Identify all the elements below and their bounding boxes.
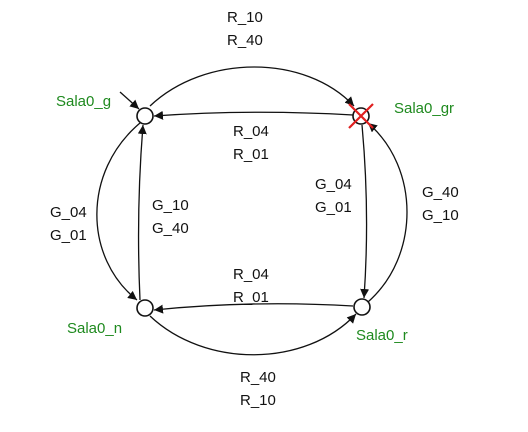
edge-label-line: R_10 bbox=[240, 392, 276, 409]
edge-label-line: G_01 bbox=[50, 227, 87, 244]
state-label-g: Sala0_g bbox=[56, 93, 111, 110]
state-label-n: Sala0_n bbox=[67, 320, 122, 337]
edge-label-top-inner: R_04 R_01 bbox=[233, 123, 269, 163]
state-label-r: Sala0_r bbox=[356, 327, 408, 344]
edge-label-line: R_04 bbox=[233, 266, 269, 283]
edge-n-to-r-outer bbox=[149, 313, 357, 356]
edge-label-line: R_10 bbox=[227, 9, 263, 26]
edge-label-line: G_40 bbox=[152, 220, 189, 237]
edge-label-right-outer: G_40 G_10 bbox=[422, 184, 459, 224]
edge-label-right-inner: G_04 G_01 bbox=[315, 176, 352, 216]
state-node-g[interactable] bbox=[136, 107, 154, 125]
edge-label-line: G_10 bbox=[152, 197, 189, 214]
initial-arrow-icon bbox=[119, 91, 140, 110]
edge-label-bottom-outer: R_40 R_10 bbox=[240, 369, 276, 409]
edge-r-to-gr-outer bbox=[367, 122, 408, 303]
edge-label-top-outer: R_10 R_40 bbox=[227, 9, 263, 49]
edge-r-to-n-inner bbox=[153, 303, 354, 314]
state-node-n[interactable] bbox=[136, 299, 154, 317]
edge-label-line: G_04 bbox=[50, 204, 87, 221]
edge-label-bottom-inner: R_04 R_01 bbox=[233, 266, 269, 306]
edge-g-to-gr-outer bbox=[149, 66, 355, 107]
state-label-gr: Sala0_gr bbox=[394, 100, 454, 117]
edge-n-to-g-inner bbox=[137, 124, 147, 301]
edge-label-line: R_01 bbox=[233, 146, 269, 163]
edge-label-line: R_01 bbox=[233, 289, 269, 306]
edge-label-line: R_40 bbox=[240, 369, 276, 386]
edge-label-line: R_04 bbox=[233, 123, 269, 140]
state-node-r[interactable] bbox=[353, 298, 371, 316]
edge-label-line: G_04 bbox=[315, 176, 352, 193]
edge-label-line: G_10 bbox=[422, 207, 459, 224]
edge-label-line: G_01 bbox=[315, 199, 352, 216]
red-x-icon bbox=[348, 103, 374, 129]
edge-label-line: R_40 bbox=[227, 32, 263, 49]
edge-gr-to-g-inner bbox=[153, 110, 354, 120]
edge-label-line: G_40 bbox=[422, 184, 459, 201]
edge-g-to-n-outer bbox=[96, 122, 141, 301]
edge-gr-to-r-inner bbox=[360, 124, 370, 299]
edge-label-left-outer: G_04 G_01 bbox=[50, 204, 87, 244]
edge-label-left-inner: G_10 G_40 bbox=[152, 197, 189, 237]
